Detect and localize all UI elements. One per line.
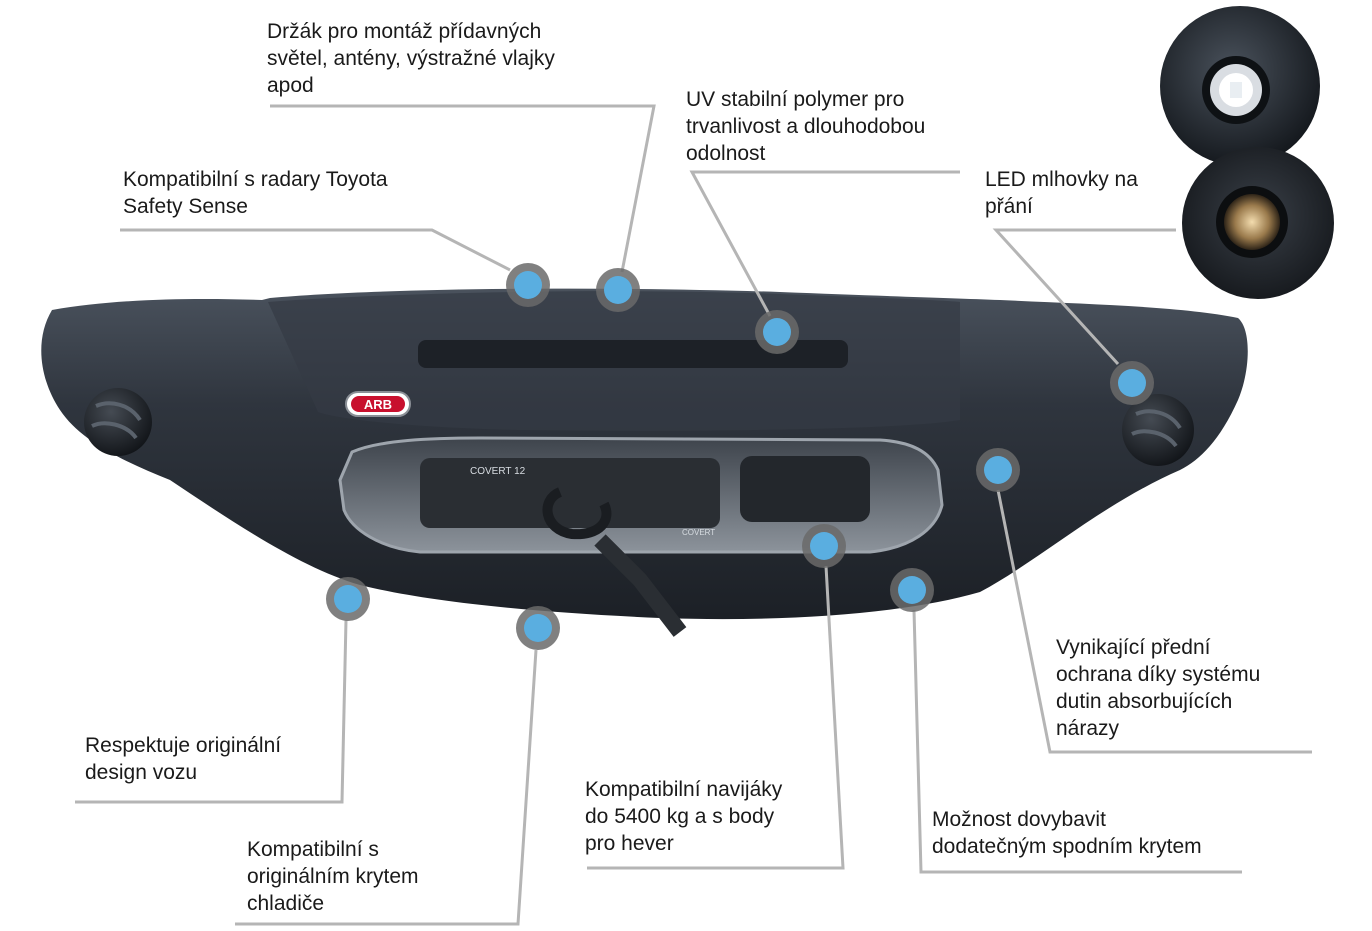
leader-line-front-protection xyxy=(996,489,1312,754)
callout-uv-polymer: UV stabilní polymer pro trvanlivost a dl… xyxy=(686,88,926,165)
fog-light-inset-bottom xyxy=(1182,147,1334,299)
marker-dot-winch xyxy=(810,532,838,560)
leader-line-led-fog xyxy=(992,228,1176,366)
callout-radar: Kompatibilní s radary Toyota Safety Sens… xyxy=(123,168,388,218)
callout-mount-bracket: Držák pro montáž přídavných světel, anté… xyxy=(267,20,555,97)
winch-hook-icon xyxy=(542,487,612,540)
marker-dot-uv-polymer xyxy=(763,318,791,346)
callout-front-protection: Vynikající přední ochrana díky systému d… xyxy=(1056,636,1261,740)
leader-line-underbody xyxy=(912,609,1242,874)
callout-underbody: Možnost dovybavit dodatečným spodním kry… xyxy=(932,808,1202,858)
callout-winch: Kompatibilní navijáky do 5400 kg a s bod… xyxy=(585,778,783,855)
marker-dot-mount-bracket xyxy=(604,276,632,304)
winch-drum xyxy=(420,458,720,528)
leader-line-uv-polymer xyxy=(689,170,960,317)
leader-line-original-design xyxy=(75,619,348,804)
callout-original-design: Respektuje originální design vozu xyxy=(85,734,282,784)
marker-dot-front-protection xyxy=(984,456,1012,484)
marker-dot-original-design xyxy=(334,585,362,613)
top-slot xyxy=(418,340,848,368)
leader-line-radar xyxy=(120,228,511,272)
leader-line-mount-bracket xyxy=(270,104,656,273)
marker-dot-radiator-cover xyxy=(524,614,552,642)
marker-dot-radar xyxy=(514,271,542,299)
marker-dot-underbody xyxy=(898,576,926,604)
marker-dot-led-fog xyxy=(1118,369,1146,397)
fog-light-inset-top xyxy=(1160,6,1320,166)
winch-brand-text: COVERT xyxy=(682,528,715,537)
winch-model-text: COVERT 12 xyxy=(470,466,526,477)
callout-radiator-cover: Kompatibilní s originálním krytem chladi… xyxy=(247,838,419,915)
leader-line-radiator-cover xyxy=(235,649,538,926)
arb-logo-text: ARB xyxy=(364,397,392,412)
callout-led-fog: LED mlhovky na přání xyxy=(985,168,1138,218)
leader-line-winch xyxy=(587,565,845,870)
